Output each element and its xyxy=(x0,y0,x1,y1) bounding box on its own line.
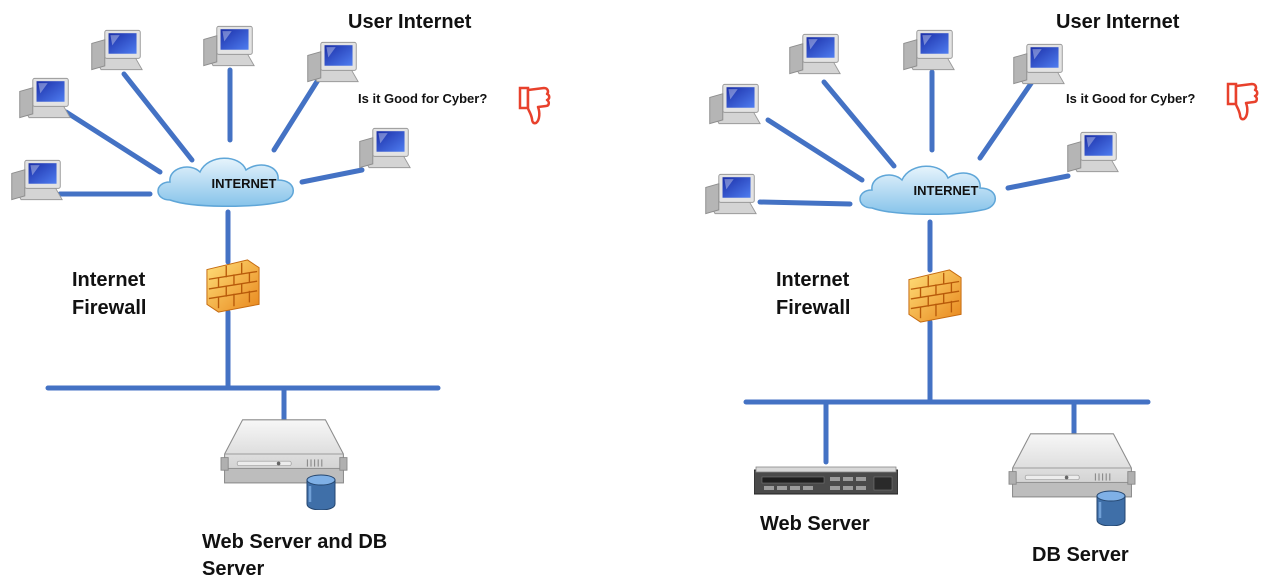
thumbs-down-icon xyxy=(1226,82,1259,121)
left-diagram: INTERNET User Internet Is it Good for Cy… xyxy=(11,11,551,580)
computer-icon xyxy=(1067,131,1119,173)
computer-icon xyxy=(307,41,359,83)
computer-icon xyxy=(1013,43,1065,85)
computer-icon xyxy=(709,83,761,125)
left-title: User Internet xyxy=(348,11,472,33)
right-title: User Internet xyxy=(1056,11,1180,33)
rack-server-icon xyxy=(754,466,898,495)
left-links xyxy=(45,67,441,423)
firewall-icon xyxy=(206,259,260,313)
left-firewall-label-line1: Internet xyxy=(72,269,146,291)
right-cloud-label: INTERNET xyxy=(914,183,979,198)
right-links xyxy=(743,69,1151,465)
computer-icon xyxy=(19,77,71,119)
computer-icon xyxy=(11,159,63,201)
right-question: Is it Good for Cyber? xyxy=(1066,91,1195,106)
right-firewall-label-line1: Internet xyxy=(776,269,850,291)
left-server-label-line1: Web Server and DB xyxy=(202,531,387,553)
web-server-label: Web Server xyxy=(760,513,870,535)
firewall-icon xyxy=(908,269,962,323)
computer-icon xyxy=(359,127,411,169)
computer-icon xyxy=(91,29,143,71)
computer-icon xyxy=(203,25,255,67)
database-icon xyxy=(1096,490,1126,526)
left-server-label-line2: Server xyxy=(202,558,264,580)
db-server-label: DB Server xyxy=(1032,544,1129,566)
database-icon xyxy=(306,474,336,510)
left-cloud-label: INTERNET xyxy=(212,176,277,191)
left-question: Is it Good for Cyber? xyxy=(358,91,487,106)
server-icon xyxy=(220,419,348,484)
right-diagram: INTERNET User Internet Is it Good for Cy… xyxy=(705,11,1259,566)
computer-icon xyxy=(903,29,955,71)
computer-icon xyxy=(705,173,757,215)
server-icon xyxy=(1008,433,1136,498)
left-firewall-label-line2: Firewall xyxy=(72,297,146,319)
right-firewall-label-line2: Firewall xyxy=(776,297,850,319)
thumbs-down-icon xyxy=(518,86,551,125)
computer-icon xyxy=(789,33,841,75)
